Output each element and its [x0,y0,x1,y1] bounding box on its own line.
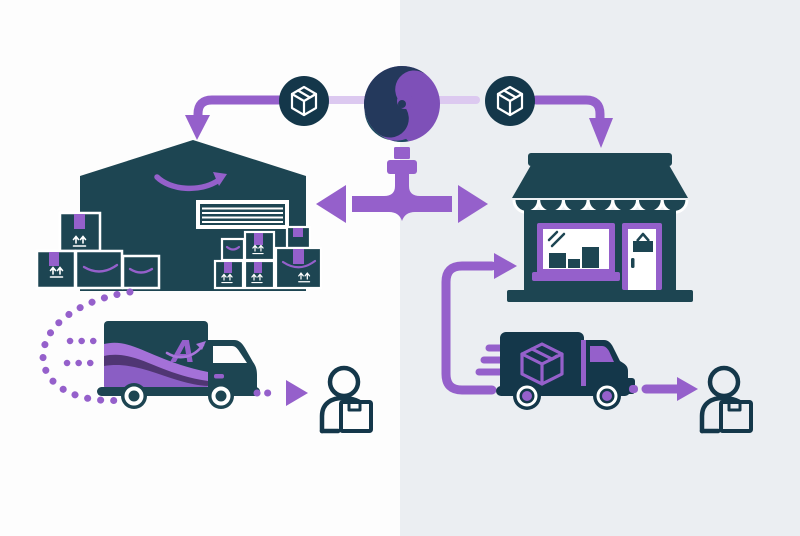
arrow-to-warehouse [185,95,286,140]
truck-wheel [513,382,621,410]
split-pipe-connector [316,147,488,223]
truck-door-handle [214,374,224,379]
warehouse-boxes-right [213,225,323,290]
truck-wheel [121,383,234,409]
arrow-to-storefront [531,95,613,148]
this-side-up-icon [221,244,311,284]
dotted-route-icon [39,288,134,405]
truck-window [213,346,247,363]
awning-icon [512,165,689,214]
box-smile [82,263,154,274]
this-side-up-icon [49,235,87,278]
customer-with-package-icon-left [319,365,373,434]
store-door-icon [622,223,662,290]
split-arrow-left [316,185,346,223]
truck-swoosh [104,342,208,389]
box-smile [225,245,317,269]
split-arrow-right [458,185,488,223]
storefront-icon [507,153,693,302]
merchant-route-arrow-icon [441,253,517,395]
delivery-arrow-icon [629,377,698,401]
package-cube-icon-right [485,76,535,126]
truck-logo-a: A [170,335,195,370]
merchant-delivery-truck-icon [475,332,635,410]
customer-with-package-icon-right [699,365,753,434]
warehouse-boxes-left [35,211,161,290]
garage-door-icon [196,200,289,229]
swirl-logo [364,66,440,142]
amazon-smile-icon [154,172,227,192]
box-tape [49,214,85,266]
box-tape [224,228,304,273]
route-arrow-to-customer-left [253,380,308,406]
amazon-delivery-truck-icon: A [97,321,260,409]
store-window-icon [532,223,620,281]
truck-window [590,346,614,362]
package-cube-icon-left [279,76,329,126]
package-outline-icon [520,342,564,386]
